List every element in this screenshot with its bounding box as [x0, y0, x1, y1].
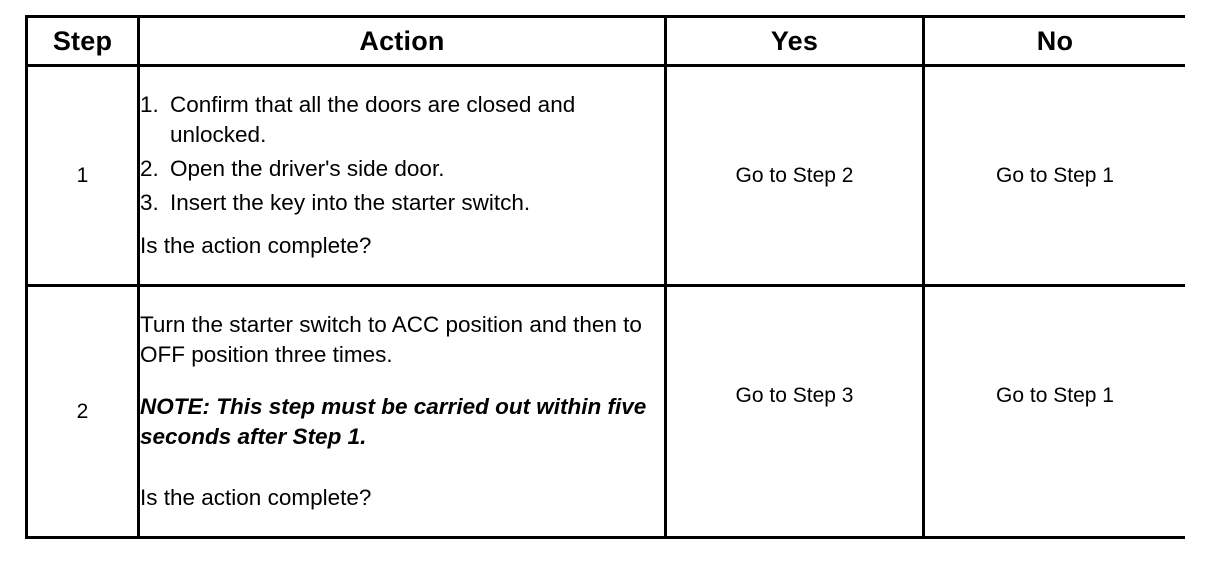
column-header-yes: Yes	[664, 15, 925, 67]
list-item-number: 3.	[140, 189, 159, 215]
table-header: Step Action Yes No	[25, 15, 1185, 67]
action-lead-text: Turn the starter switch to ACC position …	[140, 312, 642, 368]
column-header-action: Action	[137, 15, 667, 67]
table-body: 1 1. Confirm that all the doors are clos…	[25, 64, 1185, 539]
yes-branch-cell: Go to Step 2	[664, 64, 925, 287]
list-item-number: 1.	[140, 92, 159, 118]
list-item: 3. Insert the key into the starter switc…	[140, 188, 664, 218]
action-note: NOTE: This step must be carried out with…	[140, 394, 647, 449]
step-number-cell: 2	[25, 284, 140, 539]
step-number-cell: 1	[25, 64, 140, 287]
no-branch-cell: Go to Step 1	[922, 64, 1185, 287]
column-header-no: No	[922, 15, 1185, 67]
list-item-text: Open the driver's side door.	[170, 156, 445, 182]
yes-branch-cell: Go to Step 3	[664, 284, 925, 539]
list-item: 2. Open the driver's side door.	[140, 154, 664, 184]
action-cell: 1. Confirm that all the doors are closed…	[137, 64, 667, 287]
list-item-text: Insert the key into the starter switch.	[170, 189, 531, 215]
no-branch-cell: Go to Step 1	[922, 284, 1185, 539]
header-row: Step Action Yes No	[25, 15, 1185, 67]
list-item-text: Confirm that all the doors are closed an…	[170, 92, 576, 148]
action-step-list: 1. Confirm that all the doors are closed…	[140, 90, 664, 218]
action-question: Is the action complete?	[140, 232, 372, 258]
list-item-number: 2.	[140, 156, 159, 182]
action-question: Is the action complete?	[140, 484, 372, 510]
table-row: 1 1. Confirm that all the doors are clos…	[25, 64, 1185, 287]
column-header-step: Step	[25, 15, 140, 67]
list-item: 1. Confirm that all the doors are closed…	[140, 90, 664, 150]
table-row: 2 Turn the starter switch to ACC positio…	[25, 284, 1185, 539]
procedure-table-container: Step Action Yes No 1 1. Confirm that all…	[25, 15, 1185, 539]
action-cell: Turn the starter switch to ACC position …	[137, 284, 667, 539]
procedure-table: Step Action Yes No 1 1. Confirm that all…	[25, 15, 1185, 539]
